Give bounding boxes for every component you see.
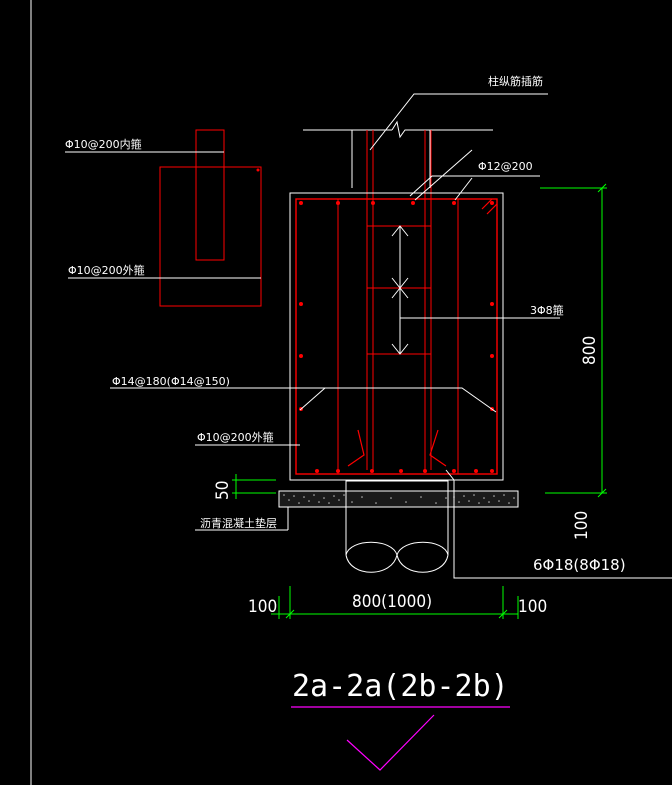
dim-left-offset: 100 (248, 597, 277, 617)
beam-outline (289, 192, 504, 481)
stirrup-detail-dot (256, 168, 260, 172)
side-bars-vertical (337, 199, 459, 474)
label-cushion: 沥青混凝土垫层 (200, 516, 277, 530)
label-column-bars: 柱纵筋插筋 (488, 74, 543, 88)
label-outer-stirrup: Φ10@200外箍 (197, 430, 274, 444)
column-stub (303, 120, 493, 188)
section-title: 2a-2a(2b-2b) (292, 669, 509, 704)
dim-cushion-depth: 100 (572, 511, 592, 540)
pile (345, 480, 449, 573)
stirrup-hooks (481, 198, 498, 215)
label-top-bars: Φ12@200 (478, 160, 533, 173)
rebar-dots (299, 201, 494, 473)
cushion-layer (278, 490, 519, 508)
stirrup-detail (159, 129, 262, 307)
ties (367, 225, 431, 355)
dim-width: 800(1000) (352, 592, 432, 612)
column-bars (366, 130, 432, 470)
dimension-lines (232, 183, 607, 619)
label-inner-stirrup: Φ10@200内箍 (65, 137, 142, 151)
leader-lines (65, 93, 672, 579)
dim-cushion-thickness: 50 (213, 481, 233, 500)
label-ties: 3Φ8箍 (530, 303, 564, 317)
cushion-hatch (283, 494, 515, 504)
column-bar-tails (347, 429, 447, 467)
title-marker (346, 714, 435, 771)
label-side-bars: Φ14@180(Φ14@150) (112, 375, 230, 388)
outer-stirrup (295, 198, 498, 475)
dim-right-offset: 100 (518, 597, 547, 617)
label-outer-stirrup-detail: Φ10@200外箍 (68, 263, 145, 277)
label-bottom-bars: 6Φ18(8Φ18) (533, 556, 626, 574)
dim-height: 800 (580, 336, 600, 365)
